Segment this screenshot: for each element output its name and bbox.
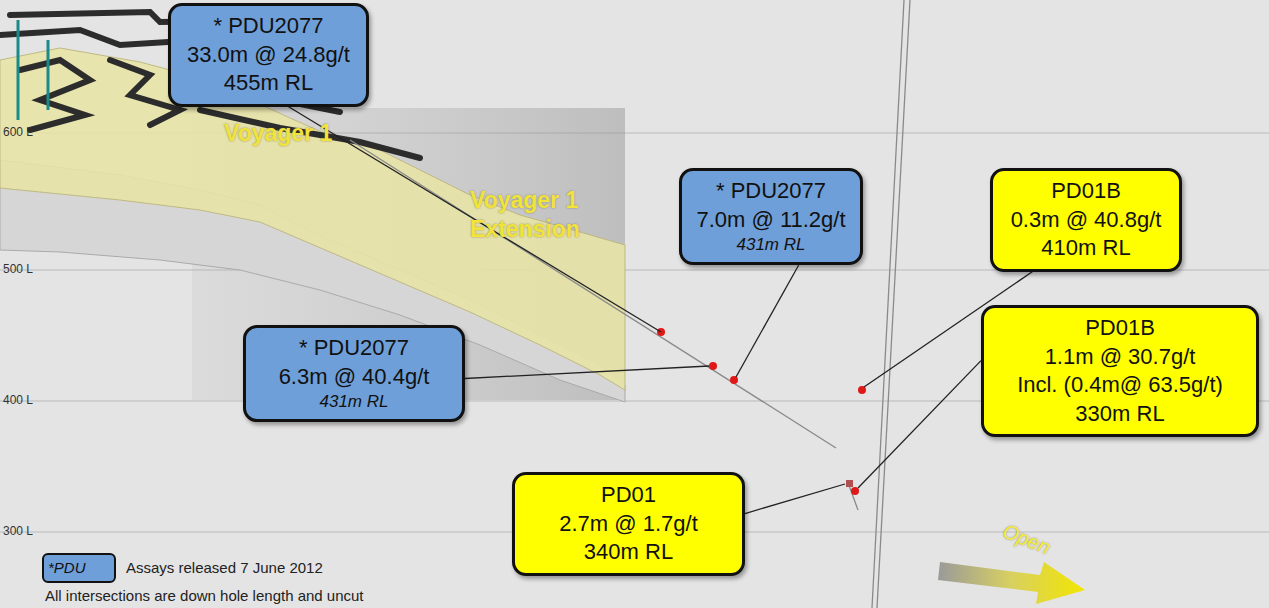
assay-text: 410m RL [1007,234,1165,263]
assay-text: 33.0m @ 24.8g/t [185,41,352,70]
assay-text: 7.0m @ 11.2g/t [696,206,846,235]
leader-line [858,361,981,488]
assay-text: 0.3m @ 40.8g/t [1007,206,1165,235]
rl-level: 400 L [3,393,33,407]
hole-name: PD01B [1007,177,1165,206]
assay-text: 455m RL [185,69,352,98]
assay-callout: * PDU20777.0m @ 11.2g/t431m RL [679,168,863,265]
ventilation [18,10,190,120]
assay-text: 431m RL [696,234,846,256]
note: All intersections are down hole length a… [45,587,364,604]
assay-callout: * PDU207733.0m @ 24.8g/t455m RL [168,3,369,107]
hole-name: PD01B [998,314,1242,343]
open-arrow [938,562,1085,604]
assay-text: 431m RL [260,391,448,413]
assay-callout: * PDU20776.3m @ 40.4g/t431m RL [243,325,465,422]
assay-callout: PD01B1.1m @ 30.7g/tIncl. (0.4m@ 63.5g/t)… [981,305,1259,437]
leader-line [289,107,661,332]
assay-text: 1.1m @ 30.7g/t [998,343,1242,372]
rl-level: 500 L [3,262,33,276]
assay-callout: PD012.7m @ 1.7g/t340m RL [512,472,745,576]
leader-line [745,484,845,514]
assay-text: 2.7m @ 1.7g/t [529,510,728,539]
drillhole-pd01 [847,0,910,608]
assay-callout: PD01B0.3m @ 40.8g/t410m RL [990,168,1182,272]
assay-text: 330m RL [998,400,1242,429]
assay-text: 340m RL [529,538,728,567]
assay-text: 6.3m @ 40.4g/t [260,363,448,392]
rl-level: 300 L [3,524,33,538]
leader-line [465,366,709,379]
intercept-dots [657,328,866,495]
hole-name: * PDU2077 [185,12,352,41]
hole-name: * PDU2077 [260,334,448,363]
orebody-name: Voyager 1 Extension [470,186,600,244]
legend-text: Assays released 7 June 2012 [126,559,323,576]
assay-text: Incl. (0.4m@ 63.5g/t) [998,371,1242,400]
hole-name: * PDU2077 [696,177,846,206]
open-label: Open [999,520,1053,560]
orebody-name: Voyager 1 [224,120,332,147]
legend-swatch-text: *PDU [48,559,86,576]
hole-name: PD01 [529,481,728,510]
rl-level: 600 L [3,125,33,139]
leader-line [736,265,799,377]
